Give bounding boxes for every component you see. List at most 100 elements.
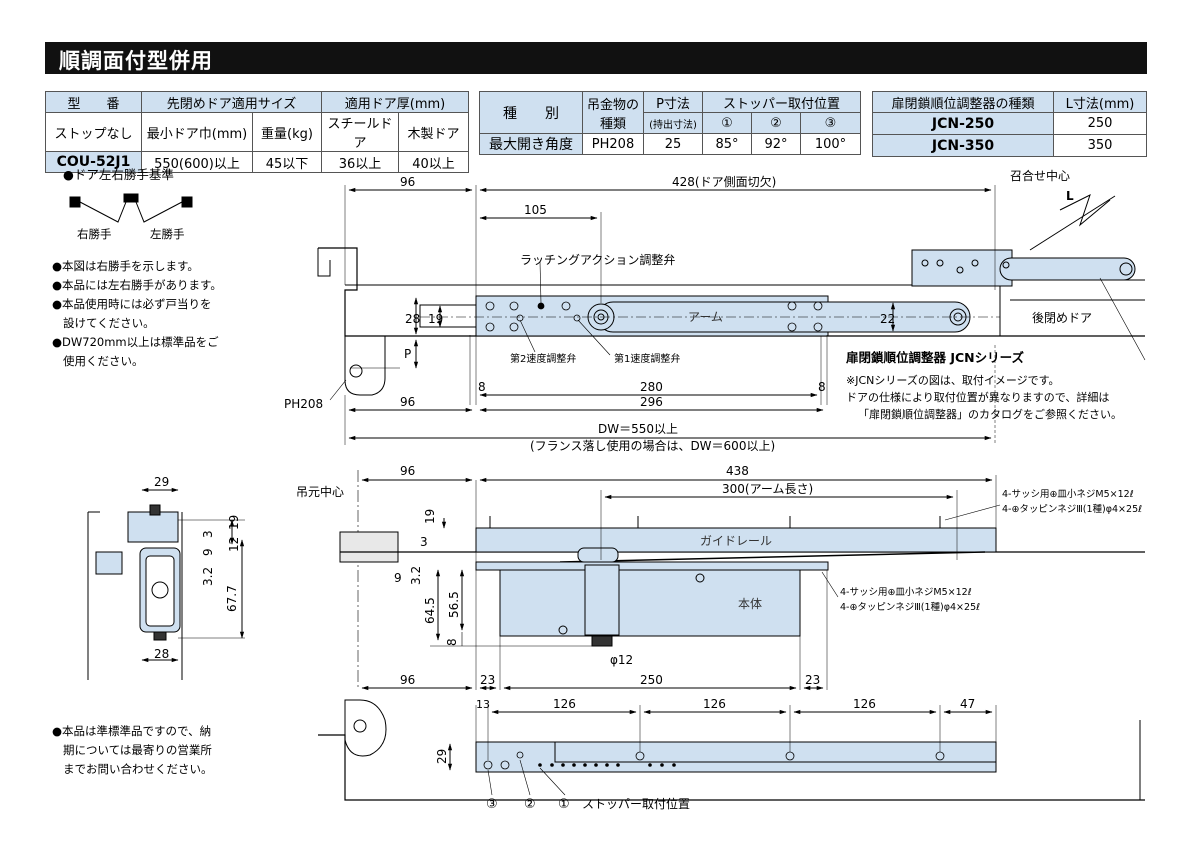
dim-top-428: 428(ドア側面切欠) — [672, 174, 776, 189]
title-bar: 順調面付型併用 — [45, 42, 1147, 74]
model-number: COU-52J1 — [45, 151, 142, 173]
dim-top-28: 28 — [405, 312, 420, 326]
header-pos1: ① — [702, 112, 752, 134]
label-left-hand: 左勝手 — [150, 227, 185, 241]
dim-front-96b: 96 — [400, 673, 415, 687]
dim-top-296: 296 — [640, 395, 663, 409]
dim-front-645: 64.5 — [423, 597, 437, 624]
label-ph208: PH208 — [284, 397, 323, 411]
rail-view — [318, 699, 1145, 801]
min-width-value: 550(600)以上 — [141, 151, 253, 173]
label-meeting-center: 召合せ中心 — [1010, 168, 1070, 183]
dim-rail-126b: 126 — [703, 697, 726, 711]
jcn-250: JCN-250 — [872, 112, 1054, 135]
label-right-hand: 右勝手 — [77, 227, 112, 241]
header-wood: 木製ドア — [398, 112, 469, 152]
header-jcn-kind: 扉閉鎖順位調整器の種類 — [872, 91, 1054, 113]
dim-dw: DW＝550以上 — [598, 422, 678, 436]
dim-top-105: 105 — [524, 203, 547, 217]
dim-rail-13: 13 — [476, 698, 490, 711]
dim-front-8: 8 — [445, 638, 459, 646]
header-min-width: 最小ドア巾(mm) — [141, 112, 253, 152]
label-l: L — [1066, 189, 1074, 203]
dim-side-12: 12 — [227, 537, 241, 552]
dim-front-23a: 23 — [480, 673, 495, 687]
dim-p: P — [404, 347, 411, 361]
hand-title: ●ドア左右勝手基準 — [63, 167, 174, 182]
label-guide-rail: ガイドレール — [700, 534, 772, 548]
dim-top-8a: 8 — [478, 380, 486, 394]
label-screw-3: 4-サッシ用⊕皿小ネジM5×12ℓ — [840, 587, 972, 598]
label-speed1: 第1速度調整弁 — [614, 352, 680, 365]
dim-front-23b: 23 — [805, 673, 820, 687]
closer-body — [499, 567, 801, 637]
dim-front-9: 9 — [394, 571, 402, 585]
header-hanger: 吊金物の種類 — [582, 91, 644, 134]
jcn-title: 扉閉鎖順位調整器 JCNシリーズ — [846, 350, 1025, 365]
label-screw-4: 4-⊕タッピンネジⅢ(1種)φ4×25ℓ — [840, 602, 980, 613]
marker-1: ① — [558, 797, 570, 812]
dim-rail-126c: 126 — [853, 697, 876, 711]
plate-screws — [485, 301, 823, 332]
note-5: ●本品は準標準品ですので、納 — [52, 724, 212, 738]
spec-table-stopper: 種 別 吊金物の種類 P寸法 ストッパー取付位置 (持出寸法) ① ② ③ 最大… — [479, 91, 861, 155]
dim-front-96: 96 — [400, 464, 415, 478]
note-4: ●DW720mm以上は標準品をご — [52, 335, 219, 349]
side-view — [87, 487, 245, 680]
stopper-rail — [475, 741, 997, 773]
header-thickness: 適用ドア厚(mm) — [321, 91, 469, 113]
dim-front-19: 19 — [423, 509, 437, 524]
marker-3: ③ — [486, 797, 498, 812]
note-5b: 期については最寄りの営業所 — [63, 743, 212, 757]
label-pivot-center: 吊元中心 — [296, 484, 344, 499]
angle-1: 85° — [702, 133, 752, 155]
angle-3: 100° — [800, 133, 861, 155]
label-arm: アーム — [688, 310, 723, 324]
header-p-sub: (持出寸法) — [643, 112, 703, 134]
notes-list: ●本図は右勝手を示します。 ●本品には左右勝手があります。 ●本品使用時には必ず… — [52, 257, 252, 371]
dim-front-438: 438 — [726, 464, 749, 478]
header-stopper: ストッパー取付位置 — [702, 91, 861, 113]
dim-top-8b: 8 — [818, 380, 826, 394]
spec-table-model: 型 番 先閉めドア適用サイズ 適用ドア厚(mm) ストップなし 最小ドア巾(mm… — [45, 91, 469, 173]
dim-top-19: 19 — [428, 312, 443, 326]
dim-side-677: 67.7 — [225, 585, 239, 612]
front-view — [339, 470, 1145, 691]
note-3b: 設けてください。 — [63, 316, 155, 330]
wood-value: 40以上 — [398, 151, 469, 173]
label-speed2: 第2速度調整弁 — [510, 352, 576, 365]
dim-front-565: 56.5 — [447, 591, 461, 618]
dim-flange: (フランス落し使用の場合は、DW＝600以上) — [530, 438, 775, 453]
steel-value: 36以上 — [321, 151, 399, 173]
header-size: 先閉めドア適用サイズ — [141, 91, 322, 113]
note-4b: 使用ください。 — [63, 354, 144, 368]
dim-side-28: 28 — [154, 647, 169, 661]
hand-diagram — [69, 193, 193, 223]
jcn-350: JCN-350 — [872, 134, 1054, 157]
jcn-note-1: ※JCNシリーズの図は、取付イメージです。 — [846, 373, 1060, 387]
dim-side-9: 9 — [201, 548, 215, 556]
dim-rail-47: 47 — [960, 697, 975, 711]
p-value: 25 — [643, 133, 703, 155]
jcn-note-2: ドアの仕様により取付位置が異なりますので、詳細は — [846, 390, 1109, 404]
header-kind: 種 別 — [479, 91, 583, 134]
note-3: ●本品使用時には必ず戸当りを — [52, 297, 212, 311]
header-l: L寸法(mm) — [1053, 91, 1147, 113]
angle-2: 92° — [751, 133, 801, 155]
dim-rail-126a: 126 — [553, 697, 576, 711]
dim-phi12: φ12 — [610, 653, 633, 667]
header-steel: スチールドア — [321, 112, 399, 152]
dim-side-32: 3.2 — [201, 567, 215, 586]
jcn-device — [911, 194, 1145, 336]
pivot-hinge — [344, 336, 386, 396]
label-screw-2: 4-⊕タッピンネジⅢ(1種)φ4×25ℓ — [1002, 504, 1142, 515]
label-screw-1: 4-サッシ用⊕皿小ネジM5×12ℓ — [1002, 489, 1134, 500]
jcn-350-l: 350 — [1053, 134, 1147, 157]
label-stopper-position: ストッパー取付位置 — [582, 796, 690, 811]
dim-side-3: 3 — [201, 530, 215, 538]
dim-top-22: 22 — [880, 312, 895, 326]
dim-front-32: 3.2 — [409, 566, 423, 585]
note-1: ●本図は右勝手を示します。 — [52, 259, 199, 273]
dim-top-280: 280 — [640, 380, 663, 394]
